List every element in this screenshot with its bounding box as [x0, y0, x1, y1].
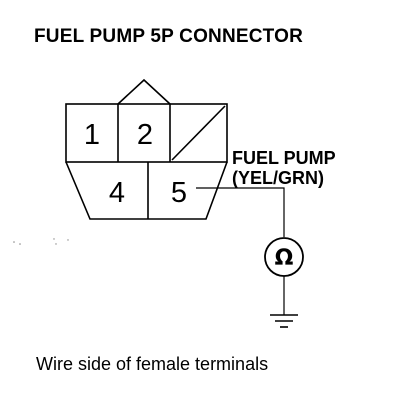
ground-icon: [270, 314, 298, 328]
empty-cavity-mark: [171, 105, 226, 161]
test-lead-wire: [196, 187, 285, 237]
wire-color-label: (YEL/GRN): [232, 168, 324, 188]
ohm-symbol: Ω: [275, 246, 294, 271]
fuel-pump-label: FUEL PUMP: [232, 148, 336, 168]
connector-housing: [65, 78, 228, 220]
scan-specks: [13, 238, 69, 245]
connector-upper-row: [65, 103, 228, 163]
pin-1-label: 1: [84, 119, 100, 151]
pin-5-label: 5: [171, 177, 187, 209]
diagram-caption: Wire side of female terminals: [36, 354, 269, 374]
connector-lock-tab: [117, 78, 171, 105]
pin-4-label: 4: [109, 177, 125, 209]
ohmmeter-icon: Ω: [264, 237, 304, 277]
pin-2-label: 2: [137, 119, 153, 151]
connector-lower-row: [65, 161, 228, 220]
diagram-title: FUEL PUMP 5P CONNECTOR: [34, 26, 304, 47]
